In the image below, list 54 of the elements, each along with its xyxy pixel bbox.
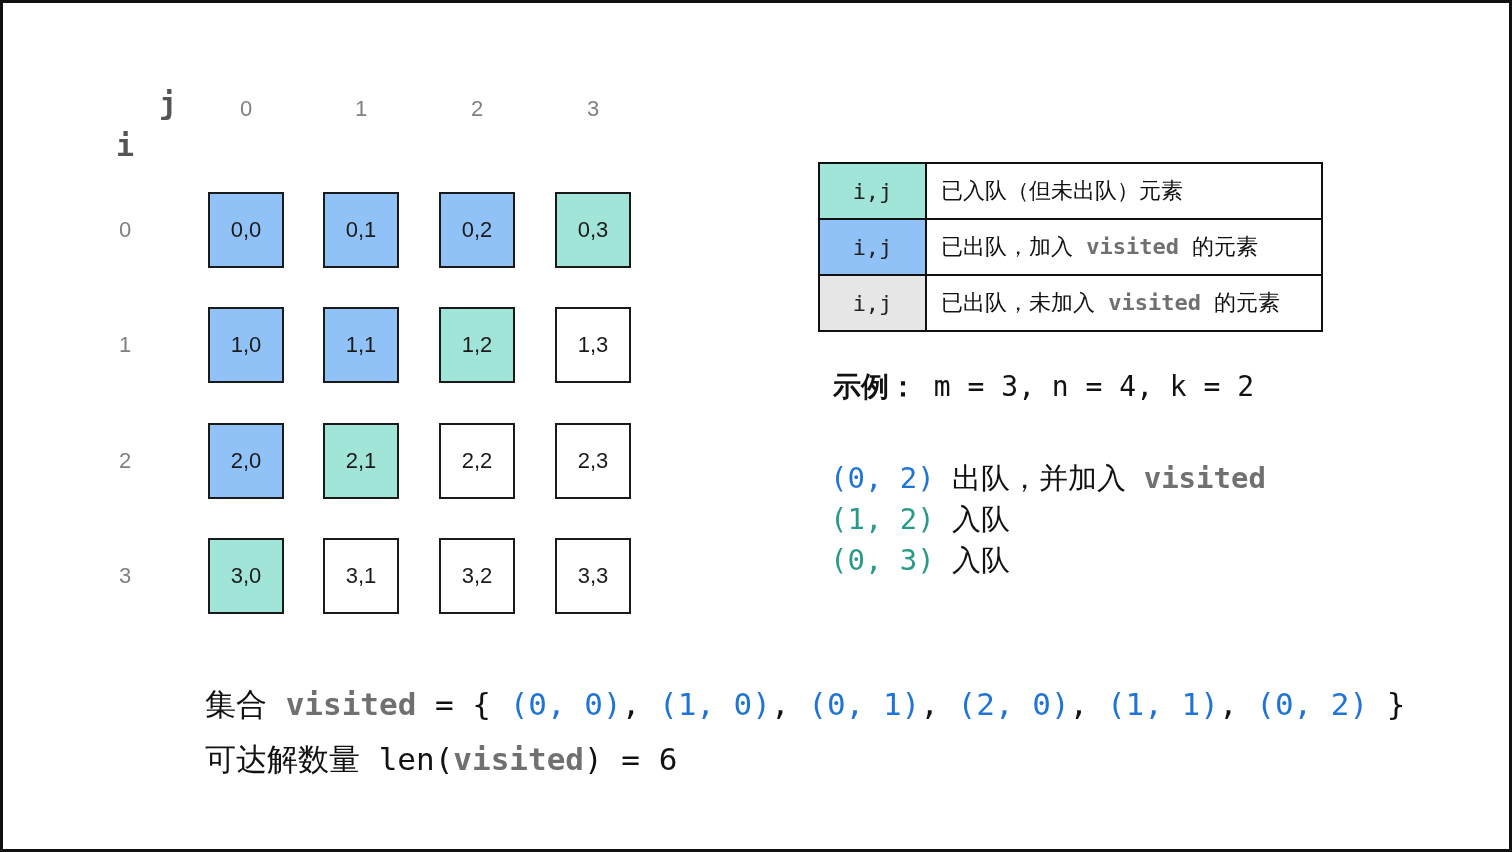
legend-text: 已入队（但未出队）元素 — [941, 177, 1183, 205]
example-parameters: 示例： m = 3, n = 4, k = 2 — [833, 370, 1255, 404]
column-index: 0 — [239, 95, 253, 123]
row-index: 2 — [118, 447, 132, 475]
cell-coordinates: 3,0 — [230, 563, 262, 589]
reachable-count: 可达解数量 len(visited) = 6 — [205, 741, 678, 779]
cell-coordinates: 3,3 — [577, 563, 609, 589]
queue-step: (1, 2) 入队 — [830, 501, 1011, 537]
cell-coordinates: 1,2 — [461, 332, 493, 358]
grid-cell — [439, 538, 515, 614]
cell-coordinates: 3,2 — [461, 563, 493, 589]
grid-cell — [208, 423, 284, 499]
column-index: 1 — [354, 95, 368, 123]
grid-cell — [555, 307, 631, 383]
grid-cell — [555, 423, 631, 499]
queue-step: (0, 2) 出队，并加入 visited — [830, 460, 1266, 496]
cell-coordinates: 0,2 — [461, 217, 493, 243]
grid-cell — [439, 192, 515, 268]
grid-cell — [208, 192, 284, 268]
grid-cell — [323, 192, 399, 268]
row-axis-label: i — [115, 128, 135, 164]
legend-text: 已出队，加入 visited 的元素 — [941, 233, 1259, 261]
column-index: 3 — [586, 95, 600, 123]
cell-coordinates: 0,0 — [230, 217, 262, 243]
cell-coordinates: 0,1 — [345, 217, 377, 243]
cell-coordinates: 3,1 — [345, 563, 377, 589]
row-index: 0 — [118, 216, 132, 244]
column-axis-label: j — [158, 86, 178, 122]
grid-cell — [439, 423, 515, 499]
cell-coordinates: 1,1 — [345, 332, 377, 358]
swatch-label: i,j — [852, 290, 893, 316]
legend-text: 已出队，未加入 visited 的元素 — [941, 289, 1281, 317]
row-index: 1 — [118, 331, 132, 359]
grid-cell — [439, 307, 515, 383]
queue-step: (0, 3) 入队 — [830, 542, 1011, 578]
cell-coordinates: 1,3 — [577, 332, 609, 358]
cell-coordinates: 2,3 — [577, 448, 609, 474]
row-index: 3 — [118, 562, 132, 590]
grid-cell — [323, 538, 399, 614]
cell-coordinates: 2,0 — [230, 448, 262, 474]
grid-cell — [323, 423, 399, 499]
cell-coordinates: 1,0 — [230, 332, 262, 358]
column-index: 2 — [470, 95, 484, 123]
cell-coordinates: 2,1 — [345, 448, 377, 474]
swatch-label: i,j — [852, 178, 893, 204]
swatch-label: i,j — [852, 234, 893, 260]
grid-cell — [555, 192, 631, 268]
grid-cell — [323, 307, 399, 383]
grid-cell — [208, 307, 284, 383]
cell-coordinates: 0,3 — [577, 217, 609, 243]
grid-cell — [208, 538, 284, 614]
grid-cell — [555, 538, 631, 614]
visited-set: 集合 visited = { (0, 0), (1, 0), (0, 1), (2, 0), (1, 1), (0, 2) } — [205, 686, 1406, 724]
cell-coordinates: 2,2 — [461, 448, 493, 474]
